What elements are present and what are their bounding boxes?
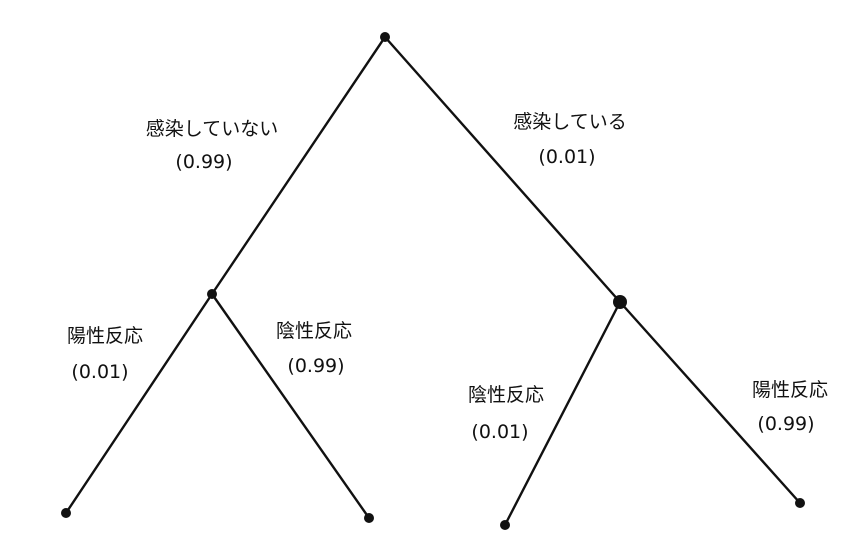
- prob-infected-negative: (0.01): [471, 421, 528, 443]
- label-not-infected-positive: 陽性反応: [67, 325, 143, 347]
- edge-infected-to-positive: [618, 300, 802, 505]
- label-infected: 感染している: [513, 111, 626, 133]
- infected-node: [613, 295, 627, 309]
- leaf-not-infected-negative: [364, 513, 374, 523]
- prob-not-infected: (0.99): [175, 151, 232, 173]
- edge-not-infected-to-positive: [64, 292, 214, 515]
- edge-root-to-not-infected: [210, 35, 387, 296]
- edge-root-to-infected: [383, 35, 622, 304]
- prob-not-infected-negative: (0.99): [287, 355, 344, 377]
- edge-not-infected-to-negative: [210, 292, 371, 520]
- root-node: [380, 32, 390, 42]
- prob-infected: (0.01): [538, 146, 595, 168]
- leaf-infected-positive: [795, 498, 805, 508]
- leaf-not-infected-positive: [61, 508, 71, 518]
- prob-infected-positive: (0.99): [757, 413, 814, 435]
- label-not-infected: 感染していない: [146, 118, 278, 140]
- label-infected-negative: 陰性反応: [468, 384, 544, 406]
- not-infected-node: [207, 289, 217, 299]
- label-not-infected-negative: 陰性反応: [276, 320, 352, 342]
- prob-not-infected-positive: (0.01): [71, 361, 128, 383]
- label-infected-positive: 陽性反応: [752, 379, 828, 401]
- leaf-infected-negative: [500, 520, 510, 530]
- edge-infected-to-negative: [503, 300, 622, 527]
